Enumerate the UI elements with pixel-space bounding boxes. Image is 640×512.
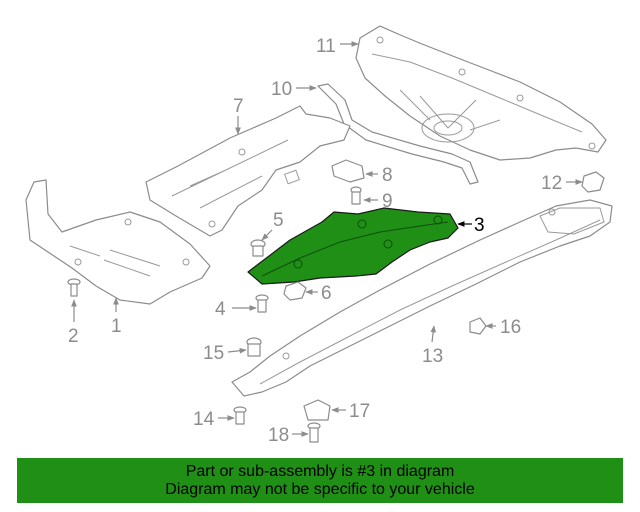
callout-17[interactable]: 17 xyxy=(349,401,370,422)
callout-5[interactable]: 5 xyxy=(273,210,284,231)
part-3-highlighted-shield[interactable] xyxy=(247,207,459,285)
callout-8[interactable]: 8 xyxy=(382,165,393,186)
callout-1[interactable]: 1 xyxy=(111,316,122,337)
fastener-18[interactable] xyxy=(307,422,321,443)
callout-6[interactable]: 6 xyxy=(321,283,332,304)
fastener-15[interactable] xyxy=(246,337,262,357)
banner-line-1: Part or sub-assembly is #3 in diagram xyxy=(185,462,455,480)
fastener-9[interactable] xyxy=(350,186,362,205)
info-banner: Part or sub-assembly is #3 in diagram Di… xyxy=(17,458,623,503)
callout-16[interactable]: 16 xyxy=(500,317,521,338)
callout-15[interactable]: 15 xyxy=(203,343,224,364)
fastener-4[interactable] xyxy=(255,294,269,313)
part-13-side-sill-cover[interactable] xyxy=(231,199,613,397)
banner-line-2: Diagram may not be specific to your vehi… xyxy=(165,480,475,498)
leader-lines xyxy=(71,41,583,437)
callout-4[interactable]: 4 xyxy=(215,299,226,320)
callout-9[interactable]: 9 xyxy=(382,191,393,212)
callout-2[interactable]: 2 xyxy=(68,326,79,347)
fastener-2[interactable] xyxy=(67,278,81,297)
fastener-16[interactable] xyxy=(469,317,487,335)
callout-7[interactable]: 7 xyxy=(233,96,244,117)
callout-12[interactable]: 12 xyxy=(541,173,562,194)
part-7-center-underbody-shield[interactable] xyxy=(145,105,351,237)
part-11-rear-underbody-panel[interactable] xyxy=(355,25,607,161)
part-8-bracket[interactable] xyxy=(331,159,365,183)
part-1-front-underbody-shield[interactable] xyxy=(25,179,211,305)
callout-3[interactable]: 3 xyxy=(474,215,485,236)
callout-13[interactable]: 13 xyxy=(422,346,443,367)
fastener-5[interactable] xyxy=(250,239,266,257)
callout-10[interactable]: 10 xyxy=(271,79,292,100)
fastener-14[interactable] xyxy=(233,406,247,425)
parts-diagram: 11 10 7 8 9 12 3 5 6 4 2 1 13 16 15 17 1… xyxy=(25,25,613,446)
fastener-6[interactable] xyxy=(283,281,307,301)
fastener-12[interactable] xyxy=(581,171,605,193)
part-10-reinforcement-brace[interactable] xyxy=(317,83,479,185)
callout-18[interactable]: 18 xyxy=(268,425,289,446)
part-17-pad[interactable] xyxy=(303,399,331,421)
callout-14[interactable]: 14 xyxy=(193,409,215,430)
callout-11[interactable]: 11 xyxy=(316,36,336,57)
